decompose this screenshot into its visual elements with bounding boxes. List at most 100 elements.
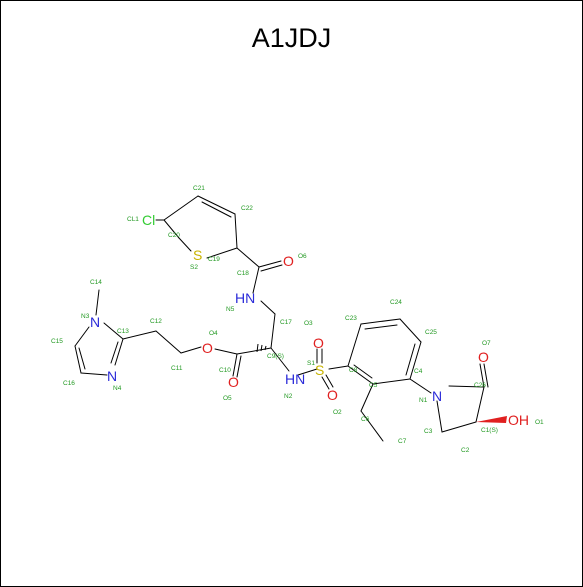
bond [360, 383, 374, 412]
atom-label: S2 [190, 264, 198, 271]
wedge-bond [476, 416, 507, 423]
bond [409, 341, 422, 380]
atom-label: O2 [333, 409, 342, 416]
atom-label: C22 [241, 205, 253, 212]
bond [178, 237, 192, 252]
lactam-oxygen: O [478, 349, 489, 365]
bond [405, 343, 416, 376]
molecule-title: A1JDJ [251, 23, 332, 53]
atom-label: O4 [209, 330, 218, 337]
bond [475, 386, 485, 423]
bond [441, 421, 477, 433]
bond [95, 289, 100, 316]
atom-label: C25 [425, 329, 437, 336]
bond [409, 378, 432, 394]
bond [197, 195, 236, 215]
bond [214, 348, 238, 355]
atom-label: S1 [307, 360, 315, 367]
atom-label: C5 [369, 382, 378, 389]
atom-labels: CL1 C20 C21 C22 S2 C19 C18 O6 N5 C17 C14… [51, 185, 544, 454]
bond [448, 385, 485, 388]
bond [74, 326, 90, 347]
atom-label: C4 [414, 368, 423, 375]
atom-label: C3 [424, 428, 433, 435]
atom-label: C11 [171, 365, 183, 372]
bond [236, 347, 272, 355]
chlorine-atom: Cl [142, 212, 155, 228]
sulfonyl-oxygen: O [313, 335, 324, 351]
bond [155, 330, 182, 354]
atom-label: N3 [81, 313, 90, 320]
atom-label: C2 [461, 447, 470, 454]
carbonyl-oxygen: O [228, 374, 239, 390]
bond [234, 213, 238, 249]
hashed-bond [256, 343, 267, 353]
bond [114, 338, 124, 366]
bond [260, 300, 276, 315]
lactam-nitrogen: N [432, 388, 442, 404]
atom-label: O1 [535, 419, 544, 426]
bond [325, 374, 334, 388]
bond [347, 323, 362, 367]
atom-label: C13 [117, 328, 129, 335]
atom-label: C20 [168, 232, 180, 239]
bond [270, 347, 290, 372]
hydroxyl-group: OH [508, 412, 529, 428]
oxygen-atom: O [283, 253, 294, 269]
atom-label: C24 [390, 299, 402, 306]
bond [360, 318, 401, 325]
bond [252, 266, 260, 294]
bond [163, 219, 180, 239]
bond [479, 363, 485, 388]
atom-label: C17 [280, 319, 292, 326]
sulfonyl-sulfur: S [315, 362, 324, 378]
ester-oxygen: O [202, 340, 213, 356]
bond [372, 378, 411, 385]
bond [260, 264, 283, 272]
sulfonyl-oxygen: O [327, 387, 338, 403]
bond [483, 363, 489, 388]
bond [321, 376, 330, 390]
bond [258, 260, 282, 268]
bond [163, 195, 199, 221]
bond [236, 355, 242, 378]
bond [110, 341, 119, 364]
bond [74, 345, 82, 374]
atom-label: C9(S) [267, 353, 284, 360]
sulfonamide-nitrogen: HN [285, 371, 305, 387]
atom-label: N4 [113, 385, 122, 392]
atom-label: CL1 [127, 216, 139, 223]
atom-label: C23 [345, 315, 357, 322]
bond [103, 322, 124, 340]
atom-label: O7 [482, 340, 491, 347]
atom-label: N2 [284, 393, 293, 400]
bond [347, 365, 374, 385]
atom-label: C15 [51, 338, 63, 345]
bond [360, 410, 384, 442]
atom-label: O6 [298, 253, 307, 260]
stereo-bonds [256, 343, 507, 423]
bond [270, 313, 276, 349]
atom-label: C16 [63, 380, 75, 387]
bond [353, 364, 373, 379]
bond [364, 324, 398, 330]
atom-label: C26 [474, 382, 486, 389]
atom-label: C19 [208, 256, 220, 263]
atom-label: N1 [419, 397, 428, 404]
bond [180, 346, 202, 354]
bonds [74, 195, 489, 442]
bond [328, 365, 349, 370]
atom-label: C18 [237, 270, 249, 277]
atom-label: C21 [193, 185, 205, 192]
bond [232, 353, 238, 377]
bond [236, 247, 260, 268]
bond [297, 368, 318, 376]
atom-label: C12 [150, 318, 162, 325]
bond [206, 247, 238, 259]
atom-label: N5 [226, 306, 235, 313]
bond [122, 330, 157, 340]
bond [201, 201, 232, 218]
sulfur-atom: S [193, 247, 202, 263]
